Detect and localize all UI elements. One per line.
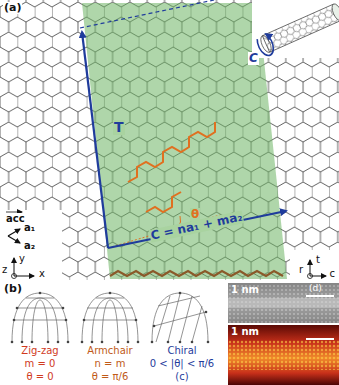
tube-type-label: Chiral	[166, 345, 197, 356]
vector-label: C	[248, 52, 259, 65]
tube-type-label: (c)	[174, 371, 189, 382]
basis-vector-label: a₂	[23, 240, 36, 251]
basis-vector-label: a₁	[23, 222, 36, 233]
panel-letter: 1 nm	[230, 326, 260, 337]
tube-type-label: Zig-zag	[20, 345, 59, 356]
scale-bar-label: (d)	[308, 284, 323, 294]
tube-type-label: 0 < |θ| < π/6	[149, 358, 215, 369]
axis-label: c	[329, 268, 337, 279]
panel-letter: 1 nm	[230, 284, 260, 295]
axis-label: x	[38, 268, 46, 279]
vector-label: T	[113, 120, 125, 135]
tube-type-label: Armchair	[86, 345, 133, 356]
panel-letter: (b)	[3, 283, 23, 295]
tube-type-label: θ = π/6	[91, 371, 130, 382]
tube-type-label: θ = 0	[25, 371, 54, 382]
tube-type-label: n = m	[94, 358, 127, 369]
axis-label: y	[18, 253, 26, 264]
axis-label: t	[315, 254, 321, 265]
panel-letter: (a)	[3, 2, 22, 14]
axis-label: z	[1, 264, 8, 275]
angle-label: θ	[190, 208, 200, 221]
axis-label: r	[298, 264, 304, 275]
tube-type-label: m = 0	[24, 358, 57, 369]
